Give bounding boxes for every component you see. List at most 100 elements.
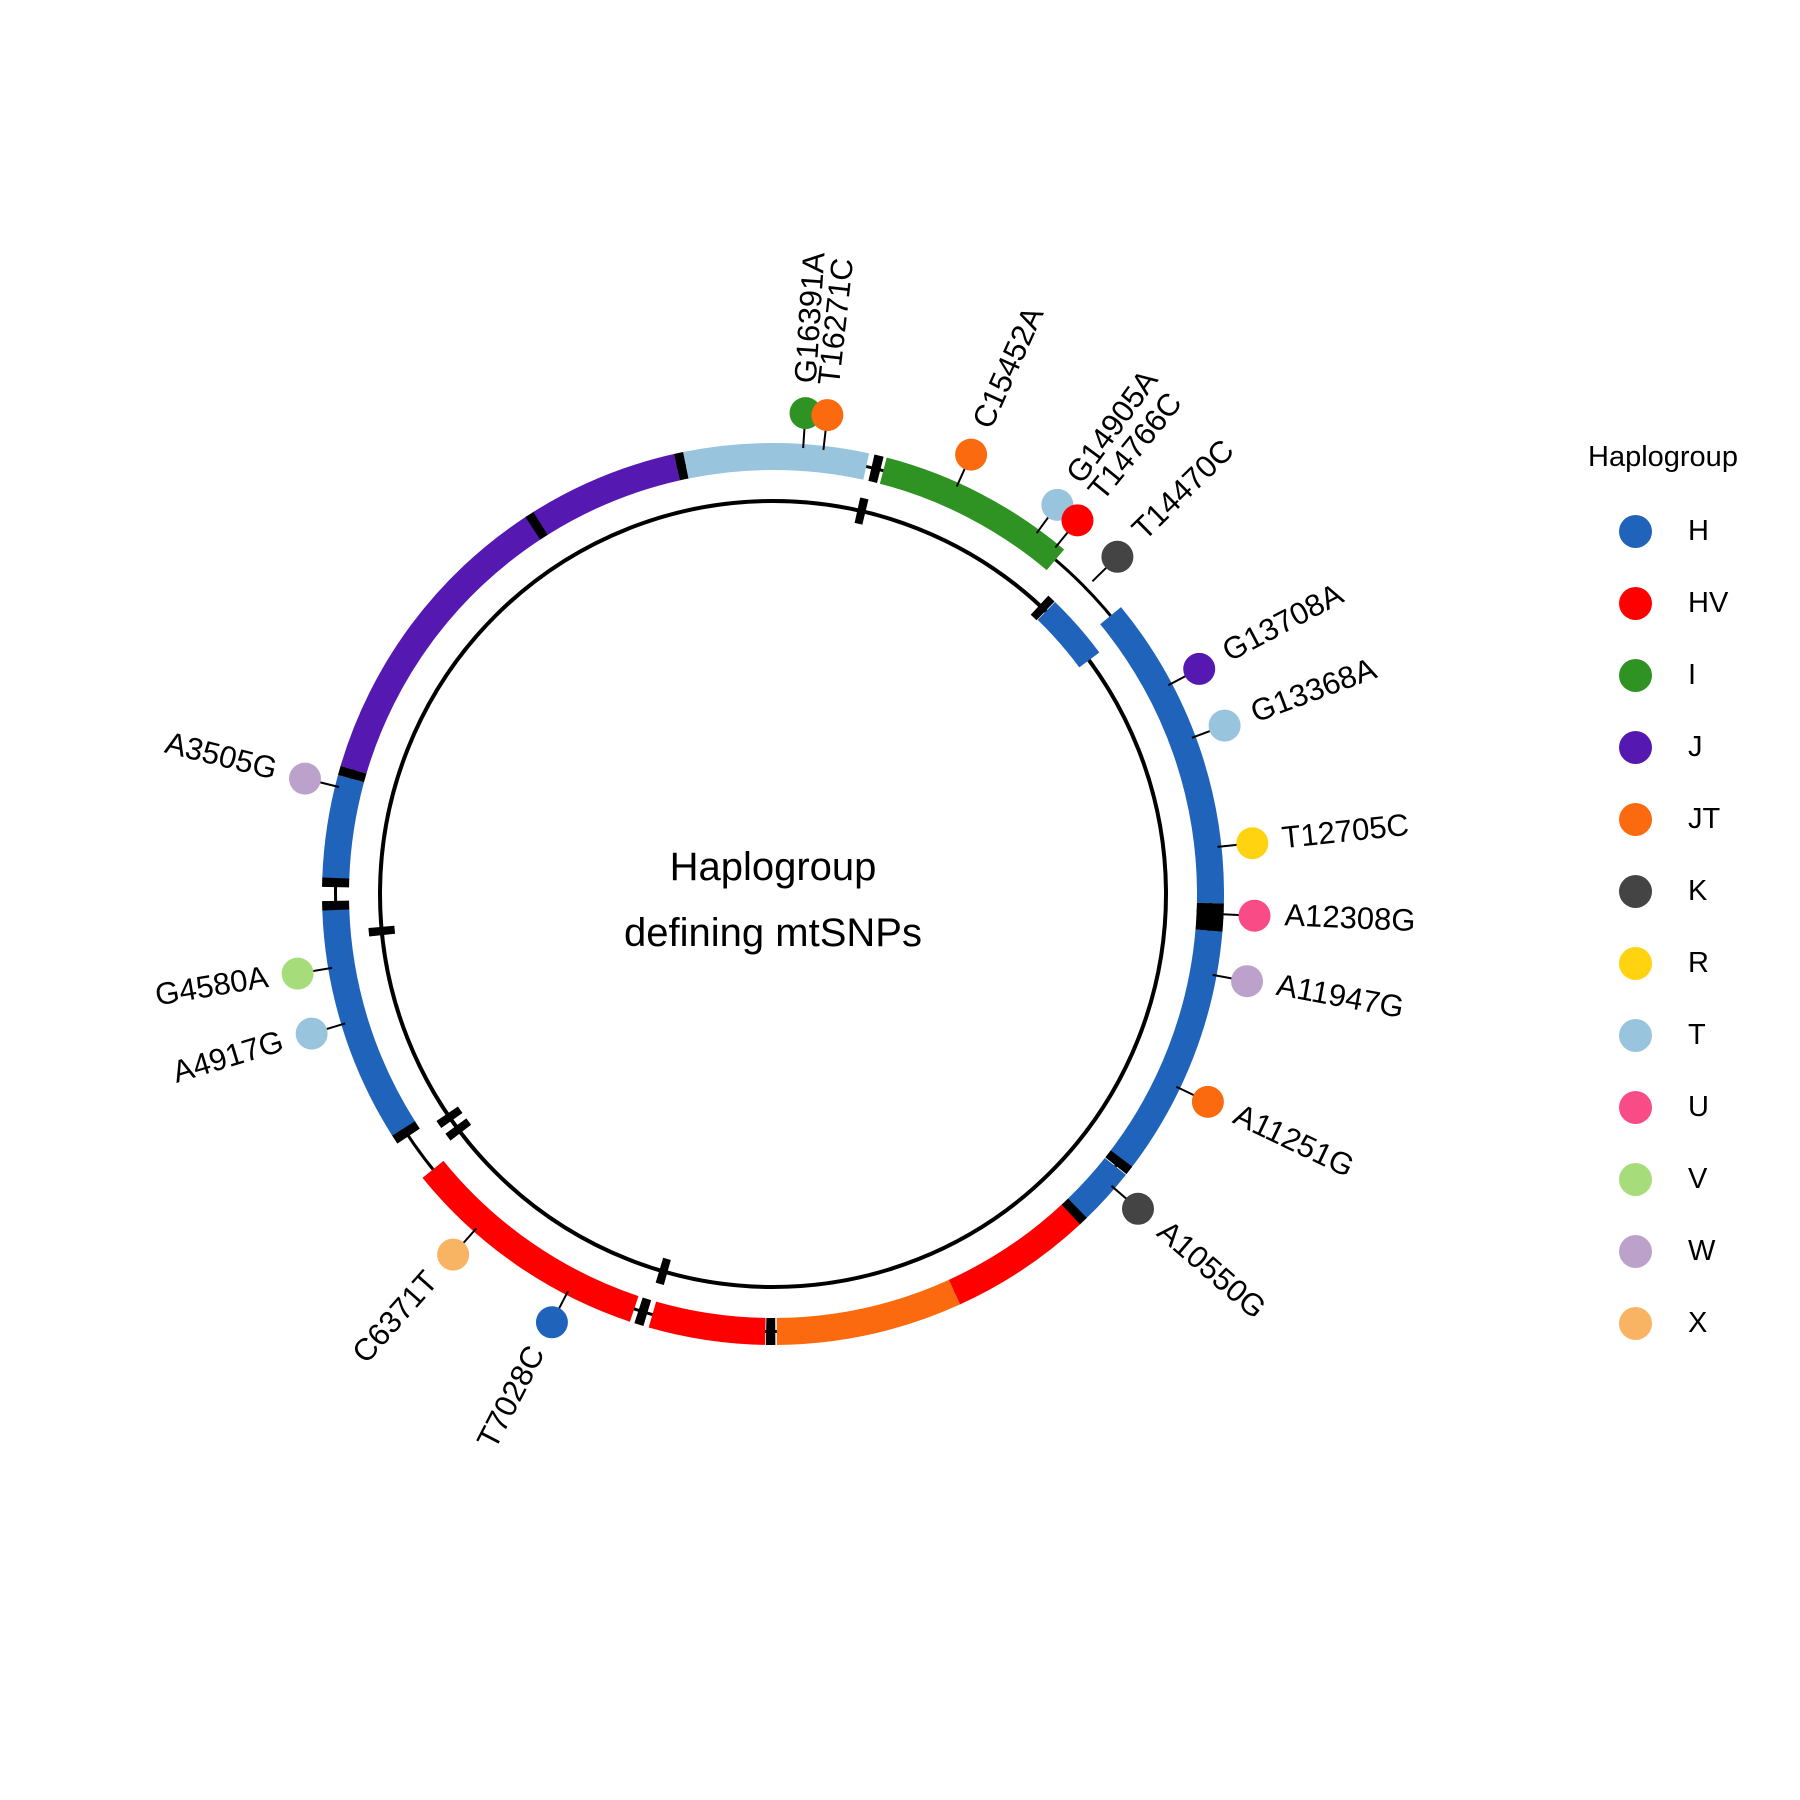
legend-label: I [1688,658,1697,691]
snp-marker-t7028c [535,1306,568,1339]
legend-swatch-icon [1619,1162,1652,1196]
outer-segment-hv [648,1301,766,1345]
inner-boundary-tick [1030,595,1055,621]
outer-boundary-tick [1061,1198,1087,1225]
snp-label: A12308G [1284,897,1416,938]
snp-marker-a4917g [295,1017,328,1050]
legend-swatch-icon [1619,586,1652,620]
snp-label: C6371T [345,1264,444,1370]
outer-boundary-tick [1195,920,1224,932]
legend-swatch-icon [1619,802,1652,836]
inner-haplogroup-segments [1037,601,1100,668]
outer-segment-h [1109,929,1223,1169]
legend-swatch-icon [1619,874,1652,908]
legend-label: X [1688,1306,1708,1339]
legend-label: V [1688,1162,1708,1195]
outer-segment-j [340,516,541,774]
legend-swatch-icon [1619,658,1652,692]
snp-markers [281,397,1271,1339]
outer-segment-j [532,454,680,536]
inner-boundary-tick [368,925,396,937]
snp-marker-g13708a [1183,652,1216,685]
snp-label: A3505G [162,725,281,786]
outer-boundary-tick [634,1297,652,1326]
snp-label: A4917G [168,1023,287,1089]
legend-swatch-icon [1619,730,1652,764]
outer-boundary-tick [1105,1150,1133,1175]
outer-segment-h [1100,607,1224,904]
legend-item-jt: JT [1588,783,1788,855]
legend-label: J [1688,730,1703,763]
snp-marker-g13368a [1208,709,1241,742]
snp-label: T7028C [470,1340,552,1454]
legend: Haplogroup H HV I J JT K R T U V W X [1588,440,1788,1359]
legend-item-i: I [1588,639,1788,711]
legend-label: W [1688,1234,1716,1267]
legend-label: JT [1688,802,1721,835]
legend-item-k: K [1588,855,1788,927]
legend-item-hv: HV [1588,567,1788,639]
snp-marker-t14470c [1101,540,1134,573]
outer-segment-hv [948,1204,1081,1305]
inner-segment-h [1037,601,1100,668]
legend-item-x: X [1588,1287,1788,1359]
legend-label: K [1688,874,1708,907]
snp-label: G4580A [153,959,271,1012]
legend-items: H HV I J JT K R T U V W X [1588,495,1788,1359]
legend-swatch-icon [1619,946,1652,980]
legend-label: R [1688,946,1709,979]
snp-label: A11251G [1228,1097,1359,1184]
inner-circle [378,499,1168,1289]
snp-label: C15452A [965,301,1050,434]
snp-marker-a11947g [1231,965,1264,998]
outer-boundary-tick [337,765,367,783]
inner-boundary-tick [445,1118,472,1141]
outer-haplogroup-segments [322,443,1224,1345]
outer-segment-h [322,774,365,880]
outer-boundary-tick [673,452,689,481]
outer-boundary-tick [322,877,350,888]
snp-marker-a3505g [289,762,322,795]
snp-marker-a10550g [1121,1192,1154,1225]
legend-swatch-icon [1619,1018,1652,1052]
snp-marker-t16271c [811,399,844,432]
snp-marker-c6371t [437,1238,470,1271]
snp-label: G13368A [1246,651,1381,730]
legend-item-t: T [1588,999,1788,1071]
legend-swatch-icon [1619,1234,1652,1268]
legend-swatch-icon [1619,514,1652,548]
legend-item-j: J [1588,711,1788,783]
outer-segment-hv [422,1160,639,1322]
outer-boundary-tick [322,900,350,911]
inner-track-circle [378,499,1168,1289]
snp-marker-t14766c [1061,504,1094,537]
outer-boundary-tick [765,1317,776,1345]
inner-boundary-tick [436,1106,463,1129]
snp-label: A11947G [1274,967,1407,1025]
legend-label: U [1688,1090,1709,1123]
legend-item-w: W [1588,1215,1788,1287]
outer-segment-h [322,908,416,1137]
inner-boundary-tick [854,497,869,525]
legend-label: T [1688,1018,1706,1051]
outer-segment-t [773,443,870,480]
center-title-line1: Haplogroup [670,845,877,889]
snp-marker-a11251g [1191,1085,1224,1118]
snp-marker-g4580a [281,957,314,990]
outer-segment-t [683,443,773,479]
snp-marker-t12705c [1236,827,1269,860]
outer-boundary-tick [392,1121,420,1144]
inner-boundary-tick [655,1257,671,1286]
snp-marker-a12308g [1238,899,1271,932]
outer-segment-jt [776,1279,961,1345]
snp-label: G13708A [1216,576,1348,668]
legend-title: Haplogroup [1588,441,1738,473]
outer-segment-h [1067,1157,1126,1219]
snp-label: T12705C [1280,807,1411,855]
legend-label: H [1688,514,1709,547]
center-title-line2: defining mtSNPs [624,911,922,955]
legend-swatch-icon [1619,1306,1652,1340]
legend-label: HV [1688,586,1729,619]
segment-boundary-ticks [322,452,1224,1345]
